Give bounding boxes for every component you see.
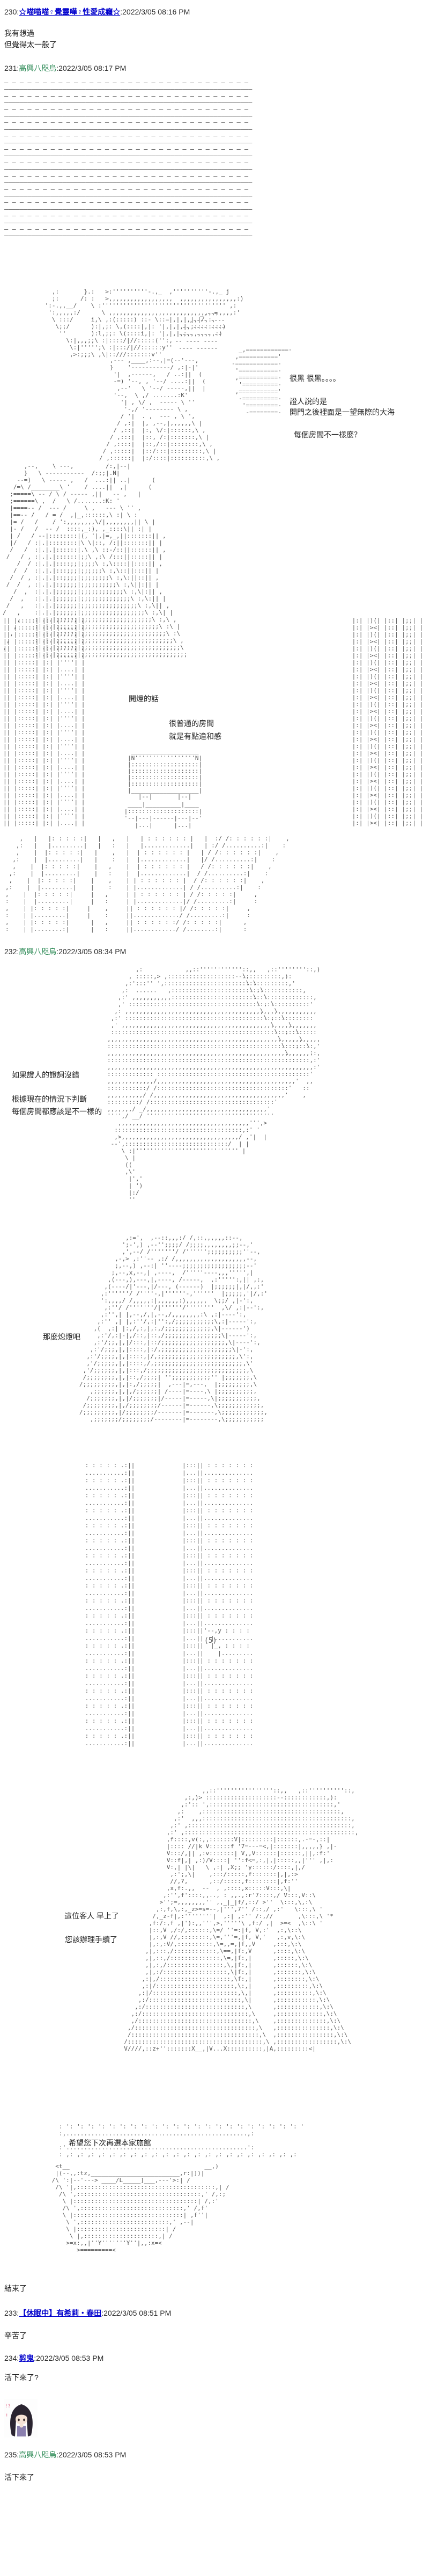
ascii-art-face: ,--- ,____,:--,|=(--'---, } '-----------… bbox=[99, 357, 220, 462]
svg-text:!: ! bbox=[5, 2413, 8, 2419]
poster-name-link[interactable]: ☆喵喵喵♀覺靈嘩♀性愛成癮☆ bbox=[19, 8, 121, 16]
post-time: :2022/3/05 08:17 PM bbox=[56, 64, 127, 72]
aa-dialogue-checkout: 您該辦理手續了 bbox=[65, 1935, 117, 1944]
post-time: :2022/3/05 08:51 PM bbox=[101, 2309, 172, 2317]
aa-dialogue-guest-morning: 這位客人 早上了 bbox=[64, 1912, 119, 1920]
svg-text:!?: !? bbox=[5, 2404, 11, 2409]
post-number: 230: bbox=[4, 8, 19, 16]
aa-dialogue-dark: 很黑 很黑。。。。 bbox=[290, 374, 340, 383]
ascii-art-hair-closeup: ,: ,,::''''''''''''::,, ,::''''''''::,) … bbox=[107, 966, 321, 1203]
ascii-art-curtain-right: |:::|| : : : : : : : |...||.............… bbox=[182, 1462, 254, 1747]
poster-name-link[interactable]: 【休眠中】有希莉・春田 bbox=[19, 2309, 102, 2317]
aa-dialogue-witness-1: 證人說的是 bbox=[290, 397, 327, 406]
aa-dialogue-witness-2: 開門之後裡面是一望無際的大海 bbox=[290, 408, 395, 416]
aa-room-number-mark: (5) bbox=[204, 1637, 217, 1645]
ascii-art-room-left-wall: || |:::::| |:| |''''| | || |:::::| |:| |… bbox=[3, 617, 85, 826]
ascii-art-tv-stand: ____|__________|____ |::::::::::::::::::… bbox=[124, 801, 203, 829]
aa-dialogue-strange-feeling: 就是有點違和感 bbox=[169, 732, 221, 741]
ascii-art-dash-rows: _,============- ,===========' -=========… bbox=[232, 346, 292, 416]
poster-name: 高興八咫烏 bbox=[19, 2450, 57, 2459]
aa-dialogue-if-witness: 如果證人的證詞沒錯 bbox=[12, 1071, 79, 1079]
ascii-art-guest-scene: ,,::''''''''''''''''::,, ,::''''''''''::… bbox=[124, 1787, 359, 2052]
poster-name: 高興八咫烏 bbox=[19, 947, 57, 956]
post-header-232: 232:高興八咫烏:2022/3/05 08:34 PM bbox=[4, 946, 126, 957]
post-number: 235: bbox=[4, 2450, 19, 2459]
ascii-art-creature: ,: }.: >:''''''''''-.,_ ,''''''''''-.,_ … bbox=[44, 288, 244, 358]
post-header-234: 234:剪鬼:2022/3/05 08:53 PM bbox=[4, 2353, 103, 2363]
post-header-235: 235:高興八咫烏:2022/3/05 08:53 PM bbox=[4, 2449, 126, 2460]
post-body-233: 辛苦了 bbox=[4, 2331, 27, 2340]
ascii-art-bowing-figure: <t__ __,) |(--,,:tz,____________________… bbox=[51, 2163, 229, 2253]
ascii-art-tv: ___________________ |N'''''''''''''''''N… bbox=[128, 748, 203, 800]
ascii-art-room-right-shelf: |:| |)(| |::| |;;| | |:| |><| |::| |;;| … bbox=[352, 617, 424, 826]
post-body-235: 活下來了 bbox=[4, 2473, 34, 2482]
post-time: :2022/3/05 08:53 PM bbox=[56, 2450, 127, 2459]
post-header-233: 233:【休眠中】有希莉・春田:2022/3/05 08:51 PM bbox=[4, 2308, 171, 2318]
ascii-art-banner: : ': ': ': ': ': ': ': ': ': ': ': ': ':… bbox=[59, 2123, 304, 2158]
post-number: 233: bbox=[4, 2309, 19, 2317]
ascii-art-slashes: ,--, \ ---, /:,|--| } \ ----------- /:;;… bbox=[3, 463, 188, 658]
post-number: 234: bbox=[4, 2354, 19, 2362]
post-number: 231: bbox=[4, 64, 19, 72]
post-time: :2022/3/05 08:34 PM bbox=[56, 947, 127, 956]
ascii-art-diagonals: \, \ \ \ ,\ \ \ \ , \ \ \ \ , \ \ \ \ , … bbox=[242, 972, 314, 1056]
post-time: :2022/3/05 08:16 PM bbox=[120, 8, 190, 16]
post-body-231-ending: 結束了 bbox=[4, 2284, 27, 2293]
ascii-art-floor: , | |: : : : :| | , | | : : : : : : | | … bbox=[5, 835, 290, 933]
post-time: :2022/3/05 08:53 PM bbox=[34, 2354, 104, 2362]
avatar-sticker: !? ! bbox=[4, 2399, 38, 2438]
aa-dialogue-thanks: 希望您下次再選本家旅館 bbox=[69, 2139, 151, 2147]
post-header-231: 231:高興八咫烏:2022/3/05 08:17 PM bbox=[4, 63, 126, 74]
aa-dialogue-lights-on: 開燈的話 bbox=[129, 694, 159, 703]
post-body-230: 我有想過 但覺得太一般了 bbox=[4, 29, 57, 49]
aa-dialogue-normal-room: 很普通的房間 bbox=[169, 719, 214, 728]
poster-name: 高興八咫烏 bbox=[19, 64, 57, 72]
aa-dialogue-each-room: 每個房間都應該是不一樣的 bbox=[12, 1107, 102, 1116]
ascii-art-curtain-left: : : : : : .:|| ...........:|| : : : : : … bbox=[85, 1462, 135, 1747]
ascii-art-dash-block: — — — — — — — — — — — — — — — — — — — — … bbox=[4, 79, 253, 240]
avatar-sticker-image: !? ! bbox=[4, 2399, 38, 2438]
aa-dialogue-lights-off: 那麼熄燈吧 bbox=[43, 1333, 80, 1341]
ascii-art-standing-figure: ,:=', ,--::,,,:/ /,::,,,,,,::--, ';-',) … bbox=[79, 1234, 268, 1423]
aa-dialogue-judge: 根據現在的情況下判斷 bbox=[12, 1095, 87, 1103]
aa-dialogue-rooms-question: 每個房間不一樣麼？ bbox=[294, 430, 361, 439]
ascii-art-head-dashes: _,--= ,---- ---- -- ---- ---- ---- ---- … bbox=[175, 310, 225, 352]
post-header-230: 230:☆喵喵喵♀覺靈嘩♀性愛成癮☆:2022/3/05 08:16 PM bbox=[4, 6, 190, 17]
poster-name-link[interactable]: 剪鬼 bbox=[19, 2354, 34, 2362]
post-body-234: 活下來了? bbox=[4, 2373, 39, 2382]
post-number: 232: bbox=[4, 947, 19, 956]
